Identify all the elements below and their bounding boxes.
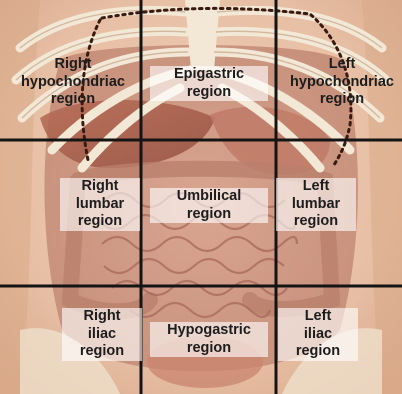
label-right-iliac: Right iliac region xyxy=(62,308,142,361)
label-right-lumbar: Right lumbar region xyxy=(60,178,140,231)
label-right-hypochondriac: Right hypochondriac region xyxy=(8,56,138,109)
label-left-lumbar: Left lumbar region xyxy=(276,178,356,231)
label-left-hypochondriac: Left hypochondriac region xyxy=(280,56,402,109)
label-epigastric: Epigastric region xyxy=(150,66,268,101)
label-hypogastric: Hypogastric region xyxy=(150,322,268,357)
label-left-iliac: Left iliac region xyxy=(278,308,358,361)
label-umbilical: Umbilical region xyxy=(150,188,268,223)
